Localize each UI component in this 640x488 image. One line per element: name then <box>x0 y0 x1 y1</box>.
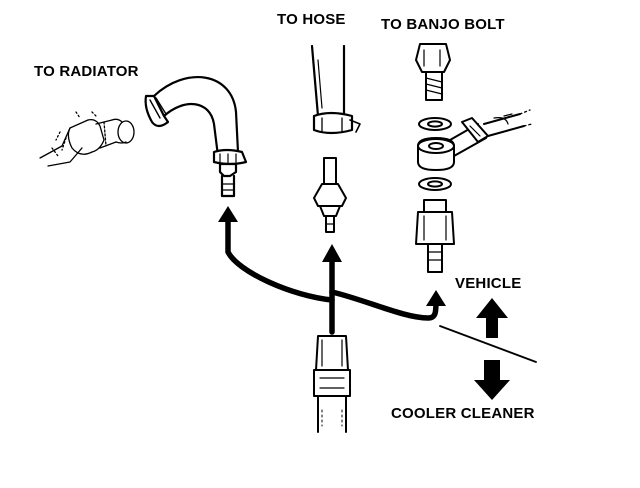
cooler-direction-arrow-icon <box>474 360 510 400</box>
flow-arrowheads <box>218 206 446 306</box>
label-to-hose: TO HOSE <box>277 11 346 28</box>
arrow-to-hose-icon <box>322 244 342 262</box>
label-vehicle: VEHICLE <box>455 275 522 292</box>
arrow-to-banjo-icon <box>426 290 446 306</box>
label-to-radiator: TO RADIATOR <box>34 63 139 80</box>
cooler-cleaner-hose <box>313 335 351 433</box>
upper-hose <box>310 44 361 135</box>
banjo-bolt <box>415 43 451 101</box>
barb-connector <box>313 157 347 233</box>
vehicle-direction-arrow-icon <box>476 298 508 338</box>
washer-upper <box>418 117 452 131</box>
radiator-hose <box>144 76 248 198</box>
washer-lower <box>418 177 452 191</box>
divider-line <box>439 325 537 363</box>
flow-paths <box>225 215 439 335</box>
label-cooler-cleaner: COOLER CLEANER <box>391 405 535 422</box>
banjo-adapter <box>415 199 455 273</box>
radiator-fitting <box>39 111 135 167</box>
label-to-banjo-bolt: TO BANJO BOLT <box>381 16 505 33</box>
banjo-fitting <box>417 109 533 171</box>
arrow-to-radiator-icon <box>218 206 238 222</box>
